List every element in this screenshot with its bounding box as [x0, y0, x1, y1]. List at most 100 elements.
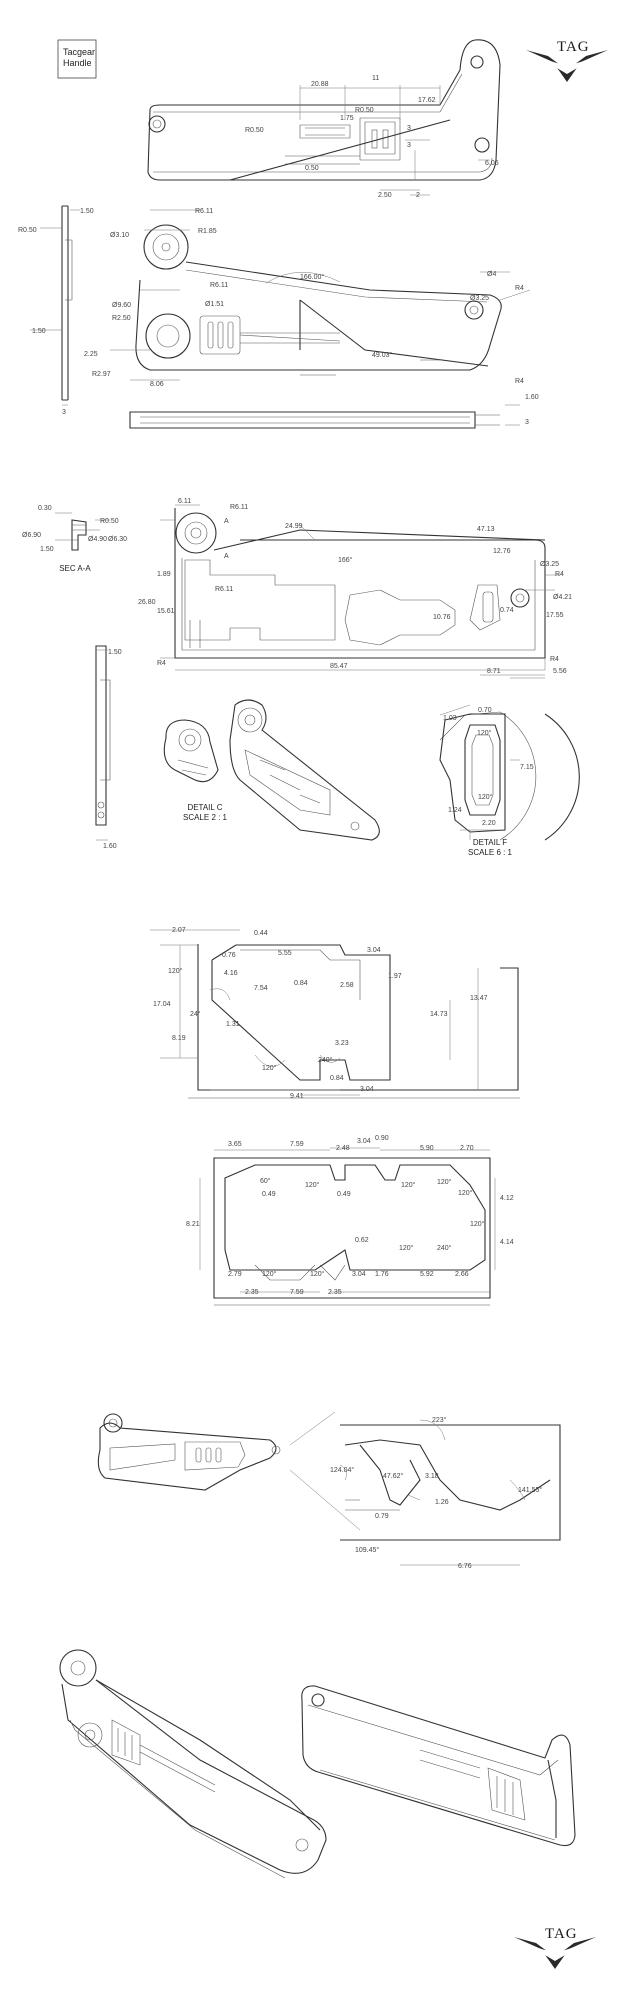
dim-label: 3.23 — [335, 1040, 349, 1047]
dim-label: 7.59 — [290, 1141, 304, 1148]
dim-label: 1.50 — [80, 208, 94, 215]
dim-label: R0.50 — [100, 518, 119, 525]
dim-label: 240° — [318, 1056, 333, 1064]
dim-label: R6.11 — [210, 282, 228, 289]
dim-label: 0.62 — [355, 1237, 369, 1244]
dim-label: 2.70 — [460, 1145, 474, 1152]
dim-label: Ø4.21 — [553, 594, 572, 601]
dim-label: 109.45° — [355, 1546, 379, 1554]
dim-label: Ø4 — [487, 271, 496, 278]
dim-label: 1.24 — [448, 807, 462, 814]
dim-label: 13.47 — [470, 995, 488, 1002]
dim-label: 47.13 — [477, 526, 495, 533]
lock-detail-row: 223° 124.04° 47.62° 3.18 1.26 0.79 141.5… — [97, 1411, 561, 1570]
dim-label: 7.59 — [290, 1289, 304, 1296]
detail-c-caption: DETAIL C — [187, 803, 222, 812]
dim-label: 1.31 — [226, 1021, 240, 1028]
dim-label: R6.11 — [230, 504, 248, 511]
dim-label: R4 — [550, 656, 559, 663]
dim-label: 0.90 — [375, 1135, 389, 1142]
tag-logo-bottom: TAG — [514, 1926, 596, 1969]
dim-label: 120° — [262, 1064, 277, 1072]
dim-label: 11 — [372, 75, 379, 82]
dim-label: 20.88 — [311, 81, 329, 88]
dim-label: R0.50 — [245, 127, 264, 134]
view-2-front: R6.11 Ø3.10 R1.85 R6.11 166.00° Ø4 Ø3.25… — [84, 208, 531, 388]
dim-label: 3.04 — [360, 1086, 374, 1093]
dim-label: 85.47 — [330, 663, 348, 670]
dim-label: 3.18 — [425, 1473, 439, 1480]
dim-label: 17.62 — [418, 97, 436, 104]
dim-label: 3.65 — [228, 1141, 242, 1148]
dim-label: 120° — [262, 1270, 277, 1278]
dim-label: R4 — [515, 378, 524, 385]
dim-label: 2.58 — [340, 982, 354, 989]
dim-label: 3 — [407, 125, 411, 132]
title-line-1: Tacgear — [63, 47, 95, 57]
dim-label: 6.11 — [178, 498, 191, 505]
dim-label: R4 — [555, 571, 564, 578]
cutout-detail-2: 3.65 7.59 2.48 3.04 0.90 5.90 2.70 60° 1… — [186, 1135, 514, 1306]
dim-label: R2.97 — [92, 371, 111, 378]
dim-label: 4.12 — [500, 1195, 514, 1202]
dim-label: 120° — [310, 1270, 325, 1278]
detail-f: 0.70 1.03 120° 7.15 1.24 120° 2.20 DETAI… — [439, 704, 580, 857]
dim-label: 2.50 — [378, 192, 392, 199]
dim-label: 9.41 — [290, 1093, 304, 1100]
dim-label: 120° — [458, 1189, 473, 1197]
dim-label: 0.70 — [478, 707, 492, 714]
dim-label: 2.07 — [172, 927, 186, 934]
dim-label: 120° — [305, 1181, 320, 1189]
dim-label: Ø3.25 — [470, 295, 489, 302]
dim-label: 120° — [478, 793, 493, 801]
dim-label: 120° — [399, 1244, 414, 1252]
dim-label: 120° — [401, 1181, 416, 1189]
dim-label: 223° — [432, 1416, 447, 1424]
dim-label: 5.56 — [553, 668, 567, 675]
dim-label: 1.50 — [108, 649, 122, 656]
dim-label: 7.15 — [520, 764, 534, 771]
dim-label: 141.55° — [518, 1486, 542, 1494]
dim-label: 0.49 — [262, 1191, 276, 1198]
dim-label: 5.92 — [420, 1271, 434, 1278]
dim-label: 166.00° — [300, 273, 324, 281]
detail-c: DETAIL C SCALE 2 : 1 — [163, 699, 380, 841]
view-4-section: 6.11 R6.11 24.99 47.13 166° 12.76 Ø3.25 … — [138, 498, 572, 679]
dim-label: R4 — [515, 285, 524, 292]
dim-label: 1.89 — [157, 571, 171, 578]
dim-label: Ø6.90 — [22, 532, 41, 539]
dim-label: 120° — [437, 1178, 452, 1186]
dim-label: 2.25 — [84, 351, 98, 358]
section-marker: A — [224, 518, 229, 525]
dim-label: 0.49 — [337, 1191, 351, 1198]
dim-label: 2.20 — [482, 820, 496, 827]
dim-label: 1.76 — [375, 1271, 389, 1278]
dim-label: 1.50 — [40, 546, 54, 553]
dim-label: 124.04° — [330, 1466, 354, 1474]
dim-label: 7.54 — [254, 985, 268, 992]
dim-label: Ø3.10 — [110, 232, 129, 239]
side-view-middle: 1.50 1.60 — [95, 645, 122, 850]
dim-label: 0.76 — [222, 952, 236, 959]
dim-label: 0.84 — [330, 1075, 344, 1082]
dim-label: 0.30 — [38, 505, 52, 512]
dim-label: 6.76 — [458, 1563, 472, 1570]
section-a-a: 0.30 R0.50 Ø6.90 Ø4.90 Ø6.30 1.50 SEC A-… — [22, 505, 127, 573]
dim-label: 4.14 — [500, 1239, 514, 1246]
dim-label: 1.97 — [388, 973, 402, 980]
dim-label: Ø4.90 — [88, 536, 107, 543]
logo-text-bottom: TAG — [545, 1926, 578, 1942]
dim-label: 3 — [62, 409, 66, 416]
dim-label: R0.50 — [355, 107, 374, 114]
dim-label: 3 — [407, 142, 411, 149]
dim-label: 3.04 — [352, 1271, 366, 1278]
dim-label: Ø1.51 — [205, 301, 224, 308]
dim-label: 49.03° — [372, 351, 393, 359]
dim-label: 0.84 — [294, 980, 308, 987]
dim-label: 240° — [437, 1244, 452, 1252]
dim-label: 2.35 — [328, 1289, 342, 1296]
dim-label: 3 — [525, 419, 529, 426]
dim-label: R2.50 — [112, 315, 131, 322]
dim-label: 2 — [416, 192, 420, 199]
